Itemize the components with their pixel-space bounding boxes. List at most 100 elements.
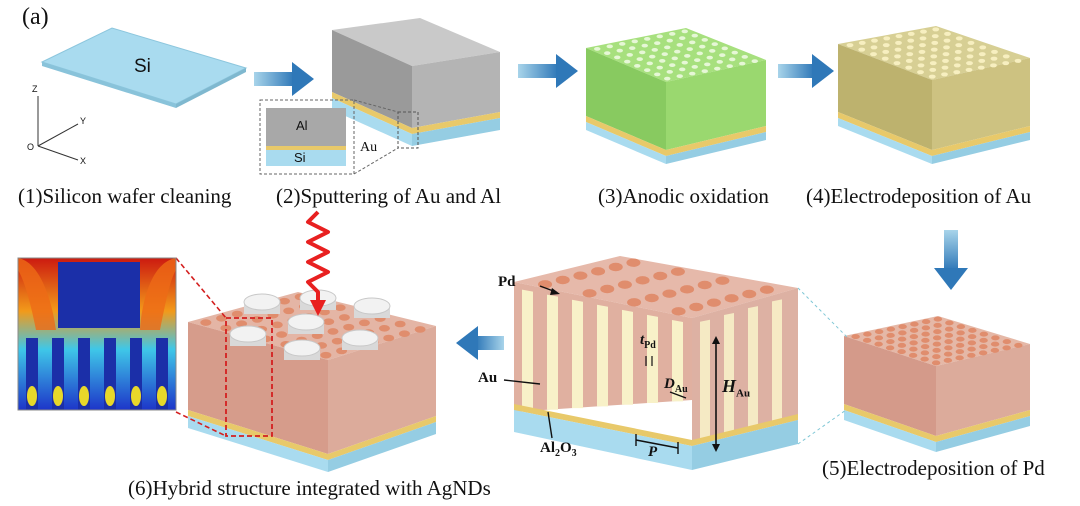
pd-cap (932, 335, 942, 341)
au-rod-top (894, 47, 902, 52)
pd-cap (991, 335, 1000, 341)
pd-cap (933, 322, 942, 328)
pore (669, 31, 676, 36)
pd-cap (932, 354, 941, 360)
pd-cap (897, 336, 907, 342)
au-rod-top (929, 61, 937, 66)
pore (636, 57, 643, 62)
inset-au-label: Au (360, 140, 378, 155)
arrow-2-3 (518, 54, 578, 88)
pore (704, 62, 711, 67)
au-rod-top (943, 38, 951, 43)
pd-cap (943, 357, 953, 363)
pd-cap (627, 298, 642, 307)
inset-al-label: Al (296, 118, 308, 133)
pd-cap (898, 330, 907, 336)
au-rod-top (917, 70, 924, 75)
axis-o-label: O (27, 142, 35, 152)
au-rod-top (895, 40, 902, 45)
pd-cap (898, 324, 907, 330)
pd-cap (715, 276, 730, 285)
ag-disc-top (283, 339, 321, 357)
pd-cap (320, 351, 332, 359)
pd-cap (1014, 342, 1023, 348)
pore (686, 47, 693, 52)
au-rod-top (978, 52, 986, 57)
panel-label: (a) (22, 4, 49, 30)
au-rod-top (894, 54, 901, 59)
au-rod-top (871, 38, 878, 43)
pore (659, 58, 666, 63)
pore (614, 55, 621, 60)
cross-section-block (503, 256, 798, 470)
pd-cap (956, 330, 965, 336)
pore (709, 48, 716, 53)
au-rod-top (953, 70, 961, 75)
au-rod-top (920, 29, 927, 34)
au-rod-top (966, 61, 973, 66)
pd-cap (671, 307, 686, 316)
au-rod-top (966, 54, 974, 59)
p-label: P (648, 444, 658, 460)
pore (701, 69, 708, 74)
pore (654, 72, 661, 77)
caption-step-3: (3)Anodic oxidation (598, 184, 769, 208)
pd-cap (968, 327, 977, 333)
au-rod (572, 299, 583, 409)
pd-cap (921, 325, 931, 331)
au-rod-top (906, 45, 914, 50)
pd-cap (886, 326, 896, 332)
hotspot (53, 386, 63, 406)
caption-step-6: (6)Hybrid structure integrated with AgND… (128, 476, 491, 500)
pd-cap (943, 351, 953, 357)
pore (741, 54, 748, 59)
pd-cap (591, 267, 606, 276)
pd-cap (990, 347, 1000, 353)
au-rod-top (991, 49, 998, 54)
pd-cap (1002, 345, 1011, 351)
au-rod-top (942, 52, 950, 57)
pd-cap (979, 331, 989, 337)
pd-cap (979, 337, 988, 343)
pd-cap (874, 341, 883, 347)
hotspot (79, 386, 89, 406)
pd-cap (909, 327, 919, 333)
pore (656, 65, 663, 70)
pd-cap (670, 267, 685, 276)
pd-cap (932, 341, 942, 347)
pd-cap (955, 355, 964, 361)
pd-cap (327, 328, 339, 335)
pd-cap (334, 304, 346, 312)
pore (726, 64, 733, 69)
pore (649, 54, 656, 59)
ag-disc-top (243, 293, 281, 311)
pd-block (844, 316, 1030, 452)
h-au-label: HAu (722, 376, 751, 400)
au-rod-top (1014, 58, 1022, 63)
pd-cap (885, 345, 895, 351)
pd-cap (979, 344, 988, 350)
pore (681, 60, 688, 65)
al2o3-label: Al2O3 (540, 440, 577, 459)
au-rod-top (990, 56, 998, 61)
d-au-label: DAu (664, 376, 688, 395)
au-rod-top (858, 40, 866, 45)
au-rod (772, 299, 782, 424)
caption-step-5: (5)Electrodeposition of Pd (822, 456, 1045, 480)
hybrid-block (175, 257, 436, 472)
pd-cap (653, 271, 668, 281)
pore (689, 71, 696, 76)
pore (701, 37, 708, 42)
au-rod-top (977, 65, 985, 70)
pd-cap (680, 285, 695, 294)
pd-cap (573, 271, 588, 280)
au-rod-top (954, 49, 962, 54)
au-rod-top (893, 61, 901, 66)
pd-cap (378, 324, 390, 332)
hotspot (157, 386, 167, 406)
axis-z-label: Z (32, 84, 38, 94)
pore (679, 67, 686, 72)
pd-cap (582, 289, 597, 298)
pore (666, 69, 673, 74)
arrow-3-4 (778, 54, 834, 88)
